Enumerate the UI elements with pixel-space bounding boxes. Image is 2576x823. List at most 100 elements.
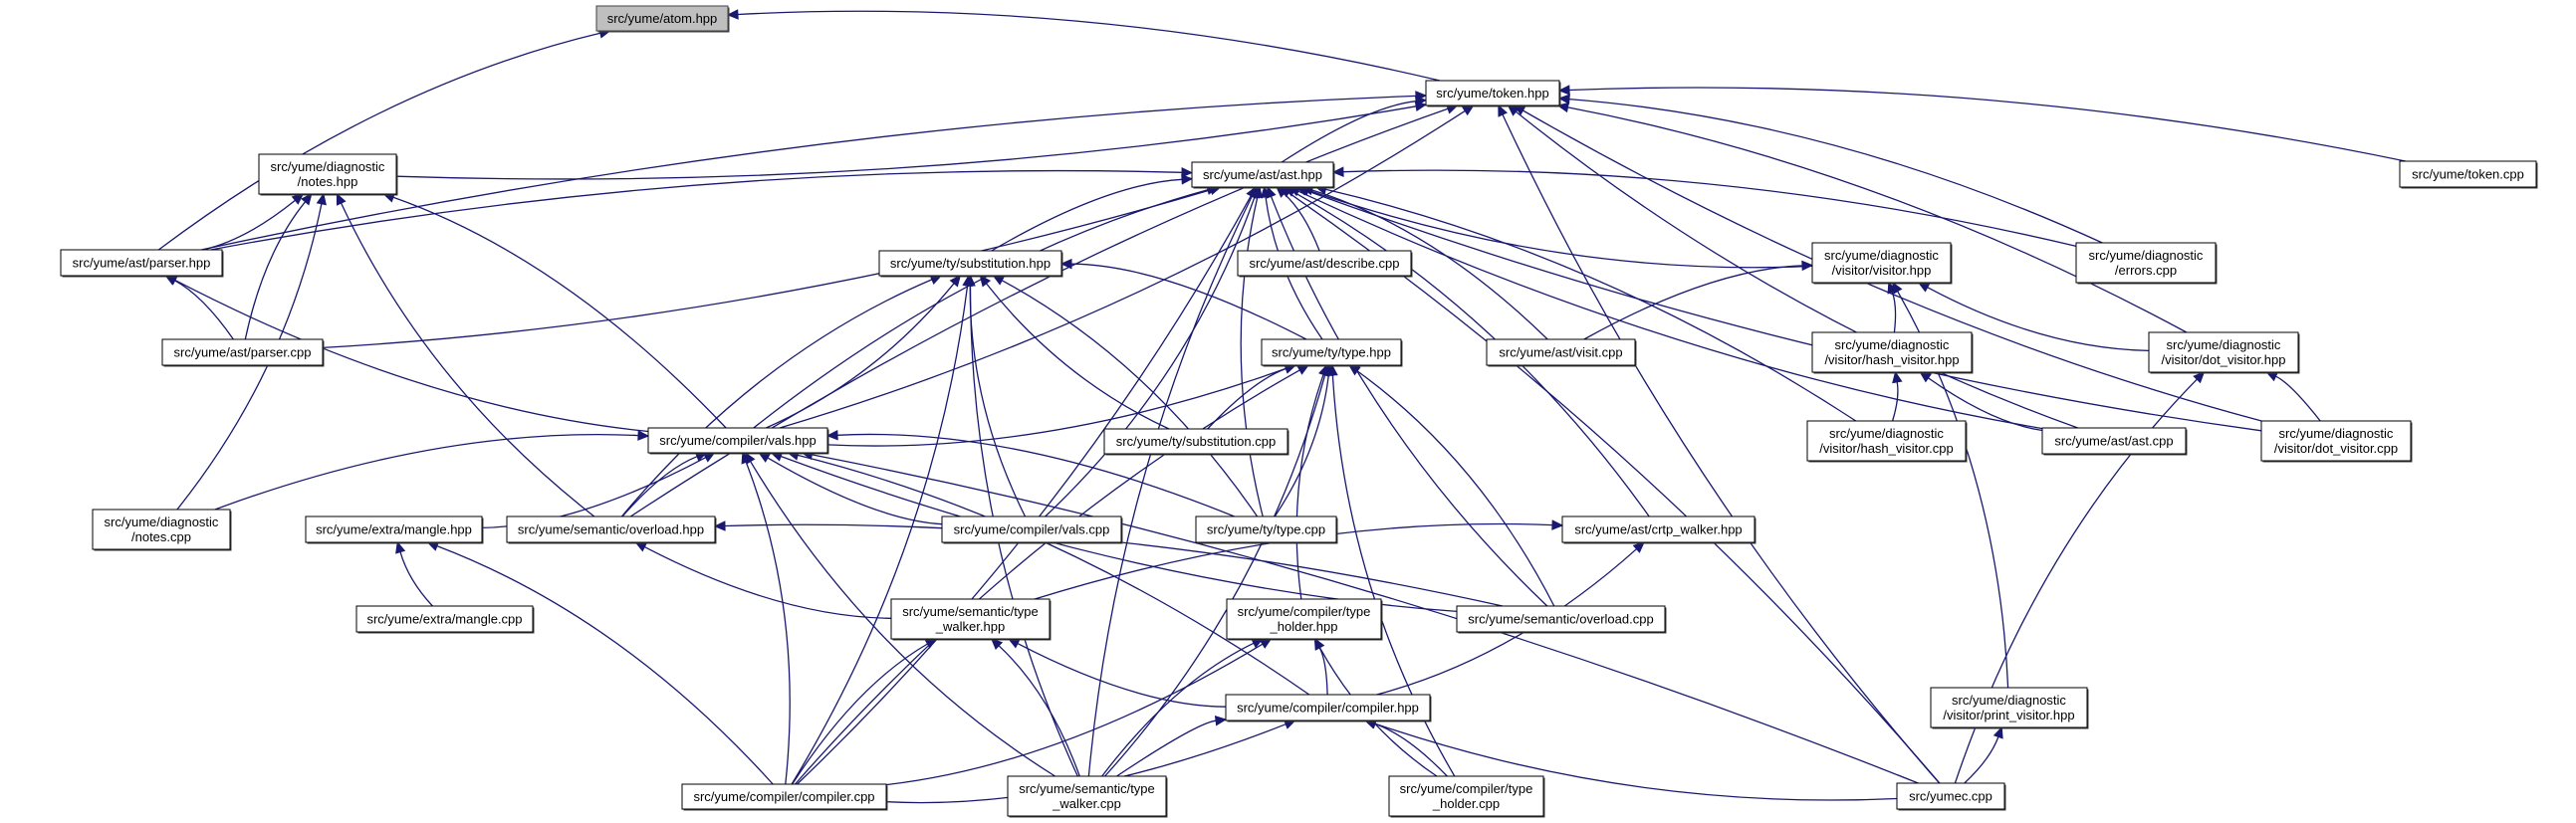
node-box[interactable]	[1007, 775, 1167, 817]
node-box[interactable]	[1225, 694, 1431, 721]
edge-compiler_cpp-to-type_hpp	[795, 369, 1300, 785]
node-box[interactable]	[60, 249, 223, 277]
node-type-walker-cpp[interactable]: src/yume/semantic/type_walker.cpp	[1007, 775, 1168, 818]
node-box[interactable]	[1486, 338, 1636, 366]
node-box[interactable]	[890, 598, 1051, 640]
node-label: src/yume/ast/crtp_walker.hpp	[1574, 522, 1742, 537]
edge-overload_hpp-to-substitution_hpp	[620, 279, 933, 517]
node-token-hpp[interactable]: src/yume/token.hpp	[1425, 80, 1561, 107]
node-box[interactable]	[2260, 420, 2412, 462]
node-box[interactable]	[506, 515, 716, 543]
node-box[interactable]	[1456, 605, 1666, 633]
node-type-walker-hpp[interactable]: src/yume/semantic/type_walker.hpp	[890, 598, 1052, 641]
node-substitution-hpp[interactable]: src/yume/ty/substitution.hpp	[878, 250, 1063, 278]
node-box[interactable]	[1191, 161, 1334, 188]
node-label: src/yume/compiler/compiler.cpp	[693, 789, 874, 804]
node-hash-visitor-cpp[interactable]: src/yume/diagnostic/visitor/hash_visitor…	[1806, 420, 1968, 463]
node-label: _walker.hpp	[935, 619, 1005, 634]
node-dot-visitor-cpp[interactable]: src/yume/diagnostic/visitor/dot_visitor.…	[2260, 420, 2413, 463]
node-box[interactable]	[1896, 782, 2005, 810]
node-box[interactable]	[1806, 420, 1967, 462]
node-box[interactable]	[1930, 687, 2088, 728]
edge-dot_visitor_hpp-to-token_hpp	[1567, 106, 2188, 333]
node-box[interactable]	[355, 605, 534, 633]
node-box[interactable]	[1425, 80, 1560, 106]
node-mangle-cpp[interactable]: src/yume/extra/mangle.cpp	[355, 605, 535, 634]
node-compiler-hpp[interactable]: src/yume/compiler/compiler.hpp	[1225, 694, 1432, 722]
node-box[interactable]	[647, 427, 828, 454]
edge-compiler_cpp-to-mangle_hpp	[436, 544, 774, 785]
node-box[interactable]	[1103, 428, 1288, 455]
node-label: /visitor/print_visitor.hpp	[1943, 708, 2074, 722]
arrowhead-hash_visitor_hpp	[1892, 370, 1903, 384]
arrowhead-substitution_hpp	[979, 275, 992, 288]
node-hash-visitor-hpp[interactable]: src/yume/diagnostic/visitor/hash_visitor…	[1811, 331, 1974, 374]
edge-yumec_cpp-to-compiler_hpp	[1374, 722, 1898, 801]
node-dot-visitor-hpp[interactable]: src/yume/diagnostic/visitor/dot_visitor.…	[2148, 331, 2300, 374]
node-label: src/yume/ty/substitution.hpp	[890, 256, 1051, 271]
node-visit-cpp[interactable]: src/yume/ast/visit.cpp	[1486, 338, 1637, 367]
edge-token_cpp-to-token_hpp	[1568, 87, 2406, 162]
node-box[interactable]	[1237, 250, 1412, 277]
node-notes-cpp[interactable]: src/yume/diagnostic/notes.cpp	[92, 509, 232, 551]
node-label: /notes.hpp	[298, 174, 358, 189]
edge-type_walker_cpp-to-compiler_hpp	[1116, 720, 1217, 777]
edge-overload_hpp-to-vals_hpp	[621, 456, 698, 517]
node-crtp-walker-hpp[interactable]: src/yume/ast/crtp_walker.hpp	[1561, 515, 1756, 544]
node-box[interactable]	[2075, 242, 2217, 284]
node-label: src/yume/ast/parser.cpp	[174, 345, 312, 360]
node-overload-hpp[interactable]: src/yume/semantic/overload.hpp	[506, 515, 717, 544]
node-box[interactable]	[1226, 598, 1382, 640]
node-notes-hpp[interactable]: src/yume/diagnostic/notes.hpp	[258, 153, 398, 196]
node-errors-cpp[interactable]: src/yume/diagnostic/errors.cpp	[2075, 242, 2218, 285]
node-label: src/yume/token.hpp	[1436, 86, 1548, 101]
node-box[interactable]	[2148, 331, 2299, 373]
node-overload-cpp[interactable]: src/yume/semantic/overload.cpp	[1456, 605, 1667, 634]
node-type-hpp[interactable]: src/yume/ty/type.hpp	[1261, 338, 1403, 367]
node-type-cpp[interactable]: src/yume/ty/type.cpp	[1195, 515, 1338, 544]
edge-vals_hpp-to-type_hpp	[826, 367, 1287, 447]
node-parser-cpp[interactable]: src/yume/ast/parser.cpp	[161, 338, 325, 367]
node-ast-cpp[interactable]: src/yume/ast/ast.cpp	[2041, 427, 2188, 456]
node-ast-hpp[interactable]: src/yume/ast/ast.hpp	[1191, 161, 1335, 189]
node-box[interactable]	[1811, 242, 1952, 284]
node-box[interactable]	[92, 509, 231, 550]
edge-parser_cpp-to-ast_hpp	[322, 189, 1212, 349]
node-describe-cpp[interactable]: src/yume/ast/describe.cpp	[1237, 250, 1413, 278]
arrowhead-token_hpp	[1498, 103, 1509, 117]
node-box[interactable]	[681, 783, 887, 810]
arrowhead-substitution_hpp	[949, 275, 962, 288]
node-box[interactable]	[2041, 427, 2187, 455]
node-box[interactable]	[878, 250, 1062, 277]
node-token-cpp[interactable]: src/yume/token.cpp	[2399, 160, 2538, 189]
node-type-holder-hpp[interactable]: src/yume/compiler/type_holder.hpp	[1226, 598, 1383, 641]
node-vals-hpp[interactable]: src/yume/compiler/vals.hpp	[647, 427, 829, 455]
node-label: src/yume/ty/type.cpp	[1207, 522, 1325, 537]
node-atom-hpp[interactable]: src/yume/atom.hpp	[595, 5, 730, 33]
node-yumec-cpp[interactable]: src/yumec.cpp	[1896, 782, 2006, 811]
node-box[interactable]	[1811, 331, 1973, 373]
node-substitution-cpp[interactable]: src/yume/ty/substitution.cpp	[1103, 428, 1289, 456]
node-box[interactable]	[2399, 160, 2537, 188]
node-vals-cpp[interactable]: src/yume/compiler/vals.cpp	[941, 515, 1123, 544]
node-mangle-hpp[interactable]: src/yume/extra/mangle.hpp	[305, 515, 484, 544]
node-print-visitor-hpp[interactable]: src/yume/diagnostic/visitor/print_visito…	[1930, 687, 2089, 729]
node-box[interactable]	[1195, 515, 1337, 543]
node-box[interactable]	[1261, 338, 1402, 366]
edge-parser_hpp-to-ast_hpp	[210, 169, 1183, 251]
node-type-holder-cpp[interactable]: src/yume/compiler/type_holder.cpp	[1388, 775, 1545, 818]
node-box[interactable]	[1561, 515, 1756, 543]
node-box[interactable]	[258, 153, 397, 195]
node-compiler-cpp[interactable]: src/yume/compiler/compiler.cpp	[681, 783, 888, 811]
node-visitor-hpp[interactable]: src/yume/diagnostic/visitor/visitor.hpp	[1811, 242, 1953, 285]
node-parser-hpp[interactable]: src/yume/ast/parser.hpp	[60, 249, 224, 278]
node-box[interactable]	[161, 338, 324, 366]
node-label: src/yume/diagnostic	[271, 159, 385, 174]
node-box[interactable]	[305, 515, 483, 543]
edge-vals_hpp-to-token_hpp	[779, 109, 1466, 429]
node-box[interactable]	[1388, 775, 1544, 817]
node-box[interactable]	[595, 5, 729, 32]
node-box[interactable]	[941, 515, 1122, 543]
edge-compiler_cpp-to-ast_hpp	[797, 195, 1252, 785]
